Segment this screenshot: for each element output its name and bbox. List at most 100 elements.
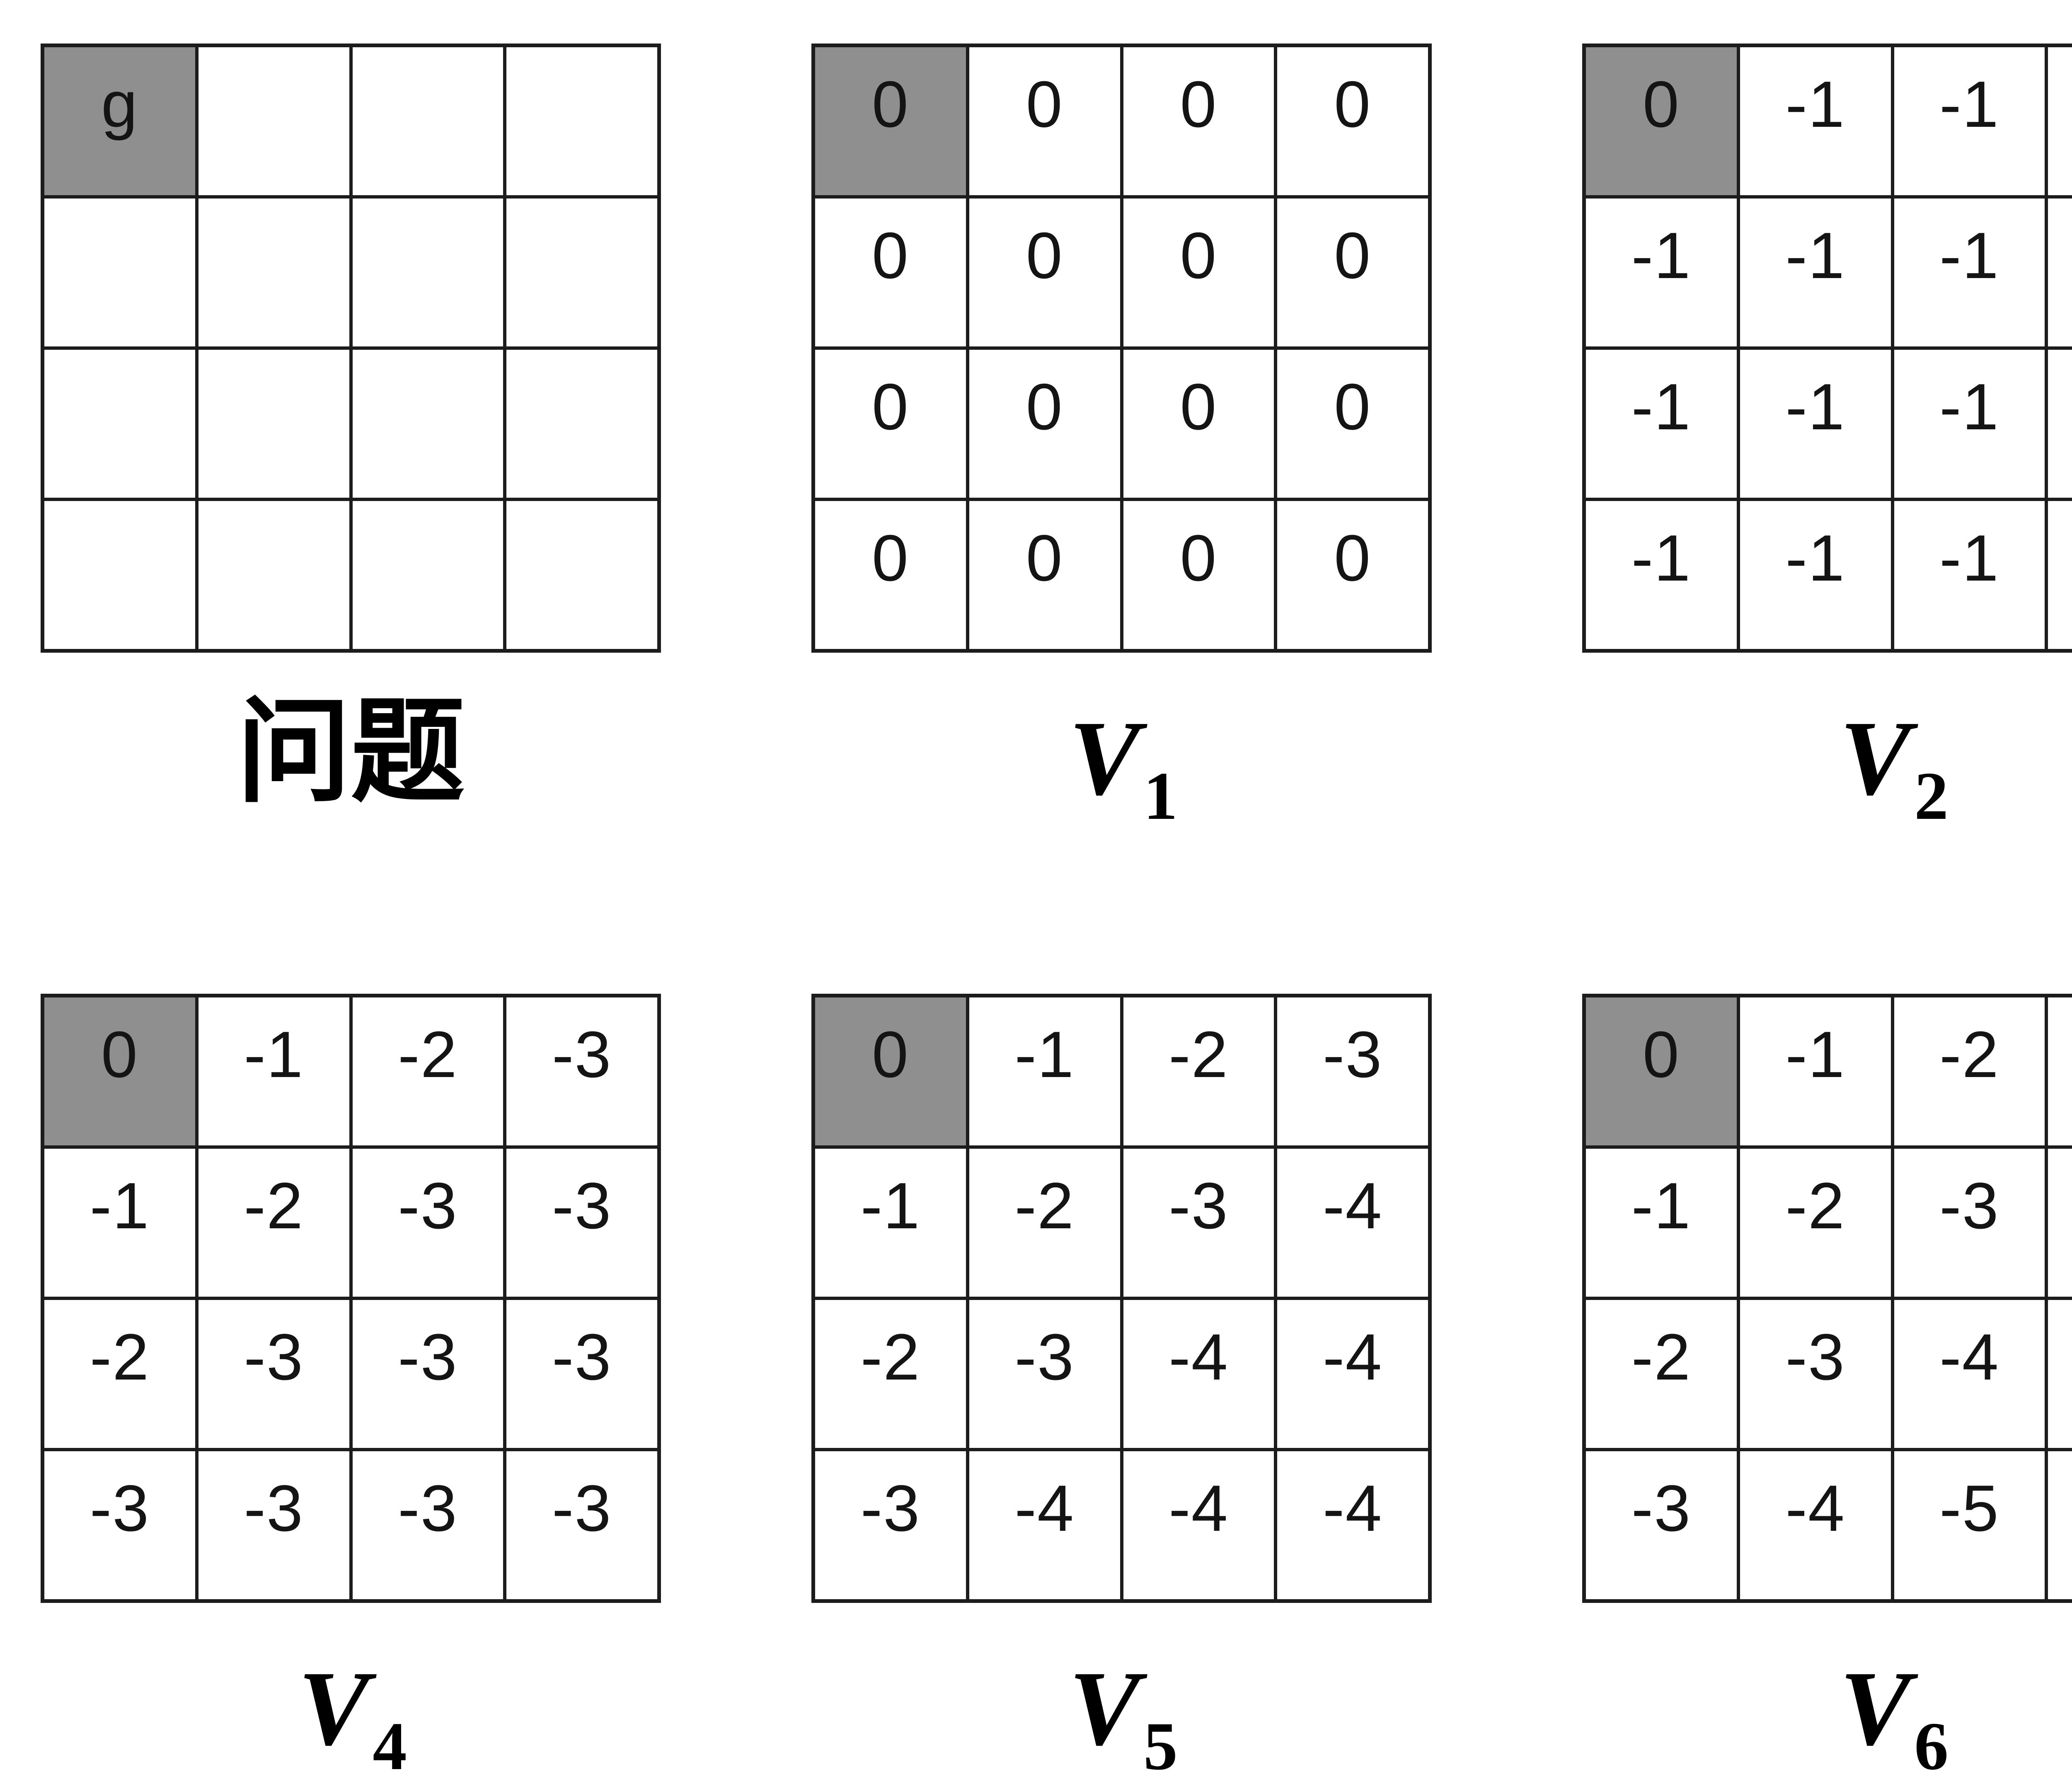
cell-value: -1 xyxy=(1631,370,1692,443)
cell-value: -3 xyxy=(552,1018,612,1091)
label-v-subscript: 1 xyxy=(1143,758,1178,834)
grid-cell: -1 xyxy=(1738,348,1893,499)
grid-cell: -1 xyxy=(1584,499,1738,651)
grid-cell: -3 xyxy=(1738,1298,1893,1450)
grid-cell: -2 xyxy=(196,1147,351,1298)
grid-cell xyxy=(505,499,659,651)
cell-value: -2 xyxy=(1014,1169,1075,1242)
grid-cell: -1 xyxy=(2046,348,2072,499)
grid-cell: -1 xyxy=(1584,1147,1738,1298)
grid-cell: -2 xyxy=(1121,996,1276,1147)
cell-value: 0 xyxy=(1334,68,1372,141)
grid-cell xyxy=(196,499,351,651)
grid-cell: -4 xyxy=(1892,1298,2047,1450)
grid-cell: -4 xyxy=(967,1450,1122,1601)
cell-value: -2 xyxy=(860,1321,921,1394)
grid-cell-goal: 0 xyxy=(1584,996,1738,1147)
grid-cell xyxy=(505,348,659,499)
label-v-symbol: V xyxy=(1069,1649,1140,1767)
figure-v2: 0-1-1-1-1-1-1-1-1-1-1-1-1-1-1-1V2 xyxy=(1582,44,2072,830)
grid-cell: -4 xyxy=(1276,1298,1430,1450)
grid-cell: -1 xyxy=(813,1147,968,1298)
grid-cell: -3 xyxy=(2046,996,2072,1147)
label-v-symbol: V xyxy=(1840,699,1911,817)
cell-value: 0 xyxy=(1180,219,1218,292)
grid-cell xyxy=(351,499,505,651)
cell-value: -1 xyxy=(1939,370,1999,443)
grid-cell: -4 xyxy=(1738,1450,1893,1601)
grid-cell: -3 xyxy=(351,1147,505,1298)
cell-value: 0 xyxy=(871,68,909,141)
cell-value: -2 xyxy=(1631,1321,1692,1394)
cell-value: 0 xyxy=(871,1018,909,1091)
grid-cell: 0 xyxy=(967,499,1122,651)
label-v-subscript: 6 xyxy=(1914,1708,1949,1784)
grid-cell: 0 xyxy=(1276,499,1430,651)
cell-value: -4 xyxy=(1014,1472,1075,1545)
grid-cell: -3 xyxy=(1584,1450,1738,1601)
cell-value: g xyxy=(101,68,138,141)
cell-value: -4 xyxy=(1785,1472,1845,1545)
cell-value: 0 xyxy=(101,1018,138,1091)
cell-value: -3 xyxy=(552,1169,612,1242)
label-text: 问题 xyxy=(237,690,465,816)
cell-value: -1 xyxy=(1939,68,1999,141)
grid-cell: -1 xyxy=(1738,46,1893,197)
grid-cell xyxy=(43,499,197,651)
grid-v2: 0-1-1-1-1-1-1-1-1-1-1-1-1-1-1-1 xyxy=(1582,44,2072,653)
cell-value: -1 xyxy=(1631,219,1692,292)
grid-cell: 0 xyxy=(1276,46,1430,197)
grid-cell: -5 xyxy=(2046,1450,2072,1601)
grid-cell: -3 xyxy=(505,996,659,1147)
cell-value: 0 xyxy=(1180,370,1218,443)
grid-cell: -3 xyxy=(505,1147,659,1298)
grid-cell: -2 xyxy=(1584,1298,1738,1450)
grid-cell: -2 xyxy=(1738,1147,1893,1298)
grid-cell: -3 xyxy=(43,1450,197,1601)
label-v5: V5 xyxy=(1069,1655,1178,1780)
grid-v5: 0-1-2-3-1-2-3-4-2-3-4-4-3-4-4-4 xyxy=(811,994,1432,1603)
grid-cell: -2 xyxy=(351,996,505,1147)
cell-value: -1 xyxy=(1631,1169,1692,1242)
cell-value: -4 xyxy=(1322,1472,1383,1545)
cell-value: 0 xyxy=(1180,68,1218,141)
label-problem: 问题 xyxy=(237,696,465,810)
cell-value: -1 xyxy=(1785,522,1845,595)
grid-cell: -1 xyxy=(1738,996,1893,1147)
grid-cell xyxy=(43,197,197,348)
cell-value: -3 xyxy=(398,1169,458,1242)
grid-cell xyxy=(505,46,659,197)
cell-value: 0 xyxy=(871,370,909,443)
cell-value: -3 xyxy=(860,1472,921,1545)
cell-value: 0 xyxy=(1334,219,1372,292)
grid-cell: -4 xyxy=(1121,1298,1276,1450)
grid-cell: -1 xyxy=(1892,348,2047,499)
grid-cell: -3 xyxy=(1892,1147,2047,1298)
cell-value: -4 xyxy=(1169,1472,1229,1545)
grid-cell: -5 xyxy=(1892,1450,2047,1601)
grid-cell: 0 xyxy=(1276,348,1430,499)
cell-value: -1 xyxy=(1014,1018,1075,1091)
cell-value: -4 xyxy=(1939,1321,1999,1394)
grid-cell: -3 xyxy=(813,1450,968,1601)
cell-value: -1 xyxy=(244,1018,304,1091)
grid-cell xyxy=(351,348,505,499)
grid-cell xyxy=(351,46,505,197)
cell-value: -1 xyxy=(860,1169,921,1242)
grid-problem: g xyxy=(41,44,661,653)
grid-cell: -1 xyxy=(2046,46,2072,197)
cell-value: -2 xyxy=(1169,1018,1229,1091)
grid-cell: -2 xyxy=(813,1298,968,1450)
grid-cell: -3 xyxy=(351,1298,505,1450)
grid-cell: -3 xyxy=(505,1298,659,1450)
cell-value: 0 xyxy=(871,522,909,595)
cell-value: 0 xyxy=(1334,370,1372,443)
grid-cell: -2 xyxy=(1892,996,2047,1147)
label-v-symbol: V xyxy=(298,1649,370,1767)
label-v1: V1 xyxy=(1069,704,1178,830)
grid-cell: -1 xyxy=(1584,197,1738,348)
